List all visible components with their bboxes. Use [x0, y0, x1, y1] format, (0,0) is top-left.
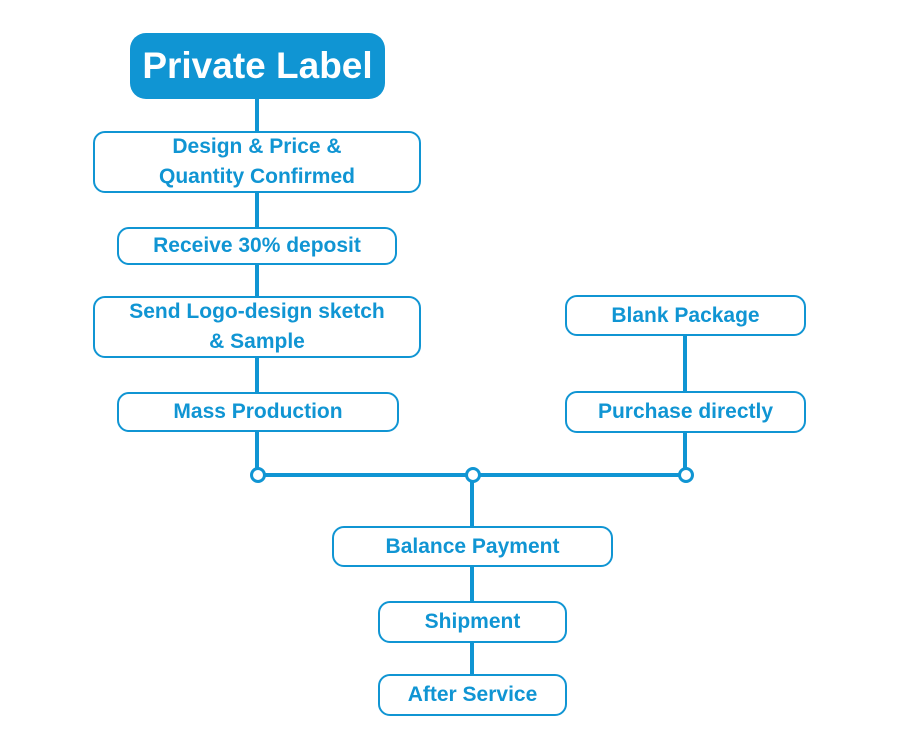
node-mass-production: Mass Production — [117, 392, 399, 432]
node-private-label: Private Label — [130, 33, 385, 99]
connector-blank-to-purchase — [683, 336, 687, 391]
junction-dot-left — [250, 467, 266, 483]
connector-deposit-to-sketch — [255, 265, 259, 296]
node-purchase-directly: Purchase directly — [565, 391, 806, 433]
connector-design-to-deposit — [255, 193, 259, 227]
connector-title-to-design — [255, 99, 259, 131]
connector-purchase-to-junction — [683, 433, 687, 472]
node-send-logo-design-sketch-sample: Send Logo-design sketch & Sample — [93, 296, 421, 358]
connector-balance-to-shipment — [470, 567, 474, 601]
node-blank-package: Blank Package — [565, 295, 806, 336]
connector-sketch-to-mass — [255, 358, 259, 392]
junction-dot-middle — [465, 467, 481, 483]
connector-junction-to-balance — [470, 478, 474, 526]
node-shipment: Shipment — [378, 601, 567, 643]
junction-dot-right — [678, 467, 694, 483]
node-after-service: After Service — [378, 674, 567, 716]
node-balance-payment: Balance Payment — [332, 526, 613, 567]
node-receive-deposit: Receive 30% deposit — [117, 227, 397, 265]
node-design-price-quantity-confirmed: Design & Price & Quantity Confirmed — [93, 131, 421, 193]
connector-mass-to-junction — [255, 432, 259, 472]
connector-shipment-to-after — [470, 643, 474, 674]
